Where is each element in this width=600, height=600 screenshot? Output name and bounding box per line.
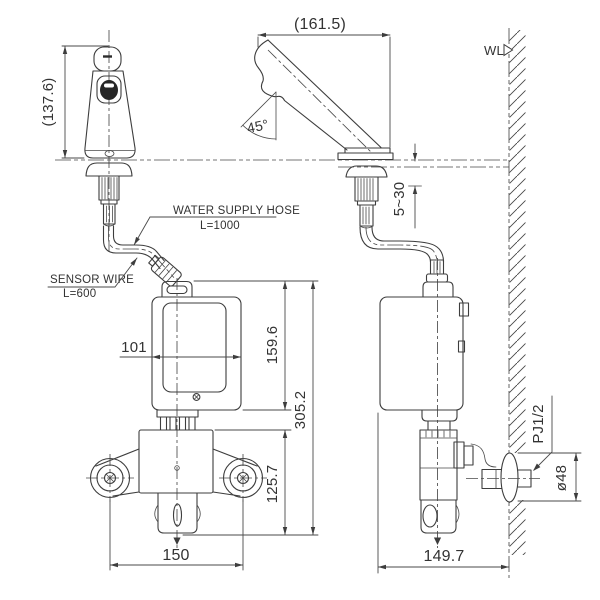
dim-side-reach-group: (161.5) bbox=[257, 16, 391, 148]
dim-overall-height: 305.2 bbox=[292, 391, 309, 430]
dim-deck-thickness: 5~30 bbox=[391, 182, 408, 217]
screw-icon bbox=[192, 393, 201, 401]
dim-side-reach: (161.5) bbox=[294, 16, 346, 33]
water-supply-hose-label: WATER SUPPLY HOSE bbox=[173, 205, 300, 217]
side-view-valve bbox=[419, 429, 540, 545]
flow-direction-arrow-icon bbox=[433, 537, 442, 545]
side-view-controller bbox=[379, 258, 470, 548]
front-view-controller bbox=[151, 278, 242, 548]
sensor-wire-label: SENSOR WIRE bbox=[50, 274, 134, 286]
dim-valve-width-group: 150 bbox=[109, 499, 244, 571]
dim-supply-thread-group: PJ1/2 bbox=[530, 395, 553, 471]
wall-escutcheon bbox=[500, 452, 519, 503]
dim-side-depth: 149.7 bbox=[423, 548, 464, 565]
front-view-valve bbox=[86, 429, 267, 545]
spout-angle-callout: 45° bbox=[240, 91, 277, 141]
water-supply-hose-right bbox=[359, 226, 449, 283]
dim-side-depth-group: 149.7 bbox=[377, 412, 510, 574]
dim-controller-width: 101 bbox=[121, 339, 147, 356]
water-supply-hose-length: L=1000 bbox=[200, 220, 240, 232]
dim-spout-angle: 45° bbox=[245, 116, 270, 136]
sensor-wire-length: L=600 bbox=[63, 288, 96, 300]
dim-valve-width: 150 bbox=[162, 547, 189, 564]
dim-valve-height: 125.7 bbox=[264, 465, 281, 504]
dim-controller-height-group: 159.6 bbox=[193, 280, 319, 411]
sensor-wire-callout: SENSOR WIRE L=600 bbox=[47, 257, 138, 300]
dim-controller-height: 159.6 bbox=[264, 326, 281, 365]
dim-deck-thickness-group: 5~30 bbox=[391, 143, 422, 229]
dim-front-height: (137.6) bbox=[40, 78, 57, 127]
dim-escutcheon-diameter-group: ø48 bbox=[517, 452, 582, 502]
wall-line-marker: WL bbox=[484, 43, 514, 58]
wall-section bbox=[508, 28, 526, 578]
wall-line-label: WL bbox=[484, 43, 504, 58]
flow-direction-arrow-icon bbox=[173, 537, 181, 545]
dim-supply-thread: PJ1/2 bbox=[530, 404, 547, 443]
dim-overall-height-group: 305.2 bbox=[182, 280, 319, 536]
front-view-faucet bbox=[84, 30, 136, 252]
side-view-faucet: 45° bbox=[240, 39, 394, 229]
dim-valve-height-group: 125.7 bbox=[214, 429, 292, 536]
counter-line bbox=[55, 159, 509, 168]
sensor-window bbox=[100, 80, 118, 100]
wall-level-triangle-icon bbox=[503, 43, 514, 57]
dim-front-height-group: (137.6) bbox=[40, 45, 109, 159]
dim-escutcheon-diameter: ø48 bbox=[553, 465, 570, 491]
dim-controller-width-group: 101 bbox=[119, 339, 242, 360]
water-supply-hose-callout: WATER SUPPLY HOSE L=1000 bbox=[133, 205, 300, 246]
